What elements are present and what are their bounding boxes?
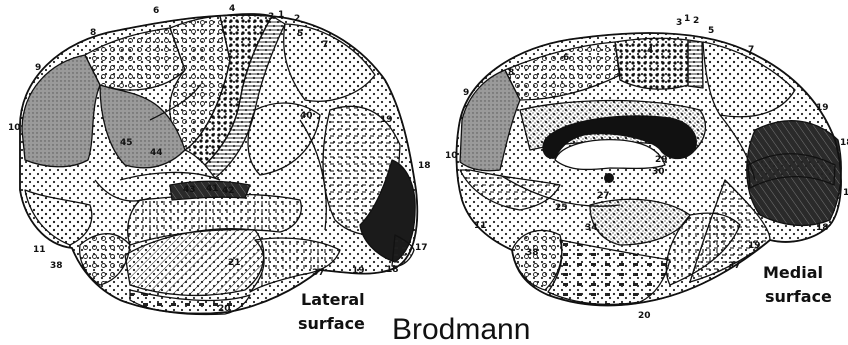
lateral-caption-line1: Lateral [301, 290, 365, 309]
svg-text:7: 7 [322, 40, 328, 50]
medial-caption-line2: surface [765, 287, 832, 306]
svg-text:43: 43 [183, 185, 196, 195]
svg-text:37: 37 [728, 261, 741, 271]
svg-text:19: 19 [816, 103, 829, 113]
svg-text:2: 2 [693, 16, 699, 26]
svg-text:27: 27 [597, 191, 610, 201]
svg-text:6: 6 [563, 53, 569, 63]
svg-text:7: 7 [748, 45, 754, 55]
svg-text:34: 34 [585, 223, 598, 233]
svg-text:40: 40 [300, 111, 313, 121]
svg-text:44: 44 [150, 148, 163, 158]
svg-text:10: 10 [445, 151, 458, 161]
svg-text:19: 19 [380, 115, 393, 125]
svg-text:21: 21 [228, 258, 241, 268]
svg-text:19: 19 [748, 241, 761, 251]
svg-text:10: 10 [8, 123, 21, 133]
svg-text:37: 37 [312, 268, 325, 278]
svg-text:6: 6 [153, 6, 159, 16]
svg-text:1: 1 [684, 14, 690, 24]
svg-text:18: 18 [840, 138, 848, 148]
svg-text:42: 42 [222, 186, 235, 196]
medial-dot [604, 173, 614, 183]
svg-text:2: 2 [294, 14, 300, 24]
svg-text:20: 20 [218, 304, 231, 314]
svg-text:3: 3 [676, 18, 682, 28]
svg-text:8: 8 [90, 28, 96, 38]
svg-text:18: 18 [418, 161, 431, 171]
svg-text:5: 5 [708, 26, 714, 36]
svg-text:20: 20 [638, 311, 651, 321]
svg-text:18: 18 [816, 223, 829, 233]
svg-text:4: 4 [229, 4, 235, 14]
svg-text:9: 9 [463, 88, 469, 98]
figure-title: Brodmann [392, 313, 530, 345]
svg-text:1: 1 [278, 10, 284, 20]
svg-text:29: 29 [655, 155, 668, 165]
svg-text:45: 45 [120, 138, 133, 148]
svg-text:5: 5 [297, 29, 303, 39]
svg-text:3: 3 [268, 12, 274, 22]
svg-text:18: 18 [386, 265, 399, 275]
svg-text:17: 17 [843, 188, 848, 198]
svg-text:38: 38 [526, 248, 539, 258]
svg-text:11: 11 [33, 245, 46, 255]
svg-text:9: 9 [35, 63, 41, 73]
medial-caption-line1: Medial [763, 263, 823, 282]
svg-text:19: 19 [352, 266, 365, 276]
medial-area-3-1-2 [688, 40, 703, 88]
svg-text:30: 30 [652, 167, 665, 177]
svg-text:17: 17 [415, 243, 428, 253]
svg-text:38: 38 [50, 261, 63, 271]
lateral-caption-line2: surface [298, 314, 365, 333]
svg-text:4: 4 [647, 46, 653, 56]
lateral-area-9-10 [22, 55, 100, 167]
svg-text:25: 25 [555, 203, 568, 213]
svg-text:11: 11 [474, 221, 487, 231]
svg-text:8: 8 [508, 68, 514, 78]
svg-text:41: 41 [206, 184, 219, 194]
